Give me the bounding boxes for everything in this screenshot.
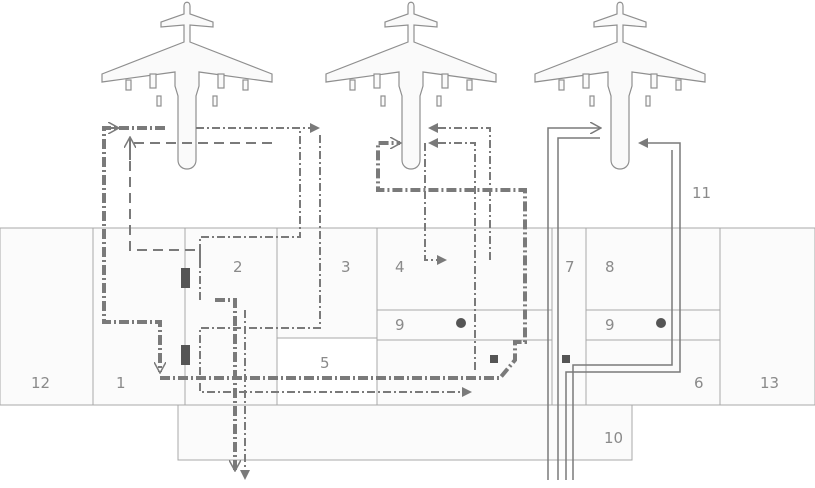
facility-markers [181, 268, 666, 365]
zone-9a-block [376, 309, 553, 341]
aircraft-icons [101, 1, 706, 170]
zone-label-8: 8 [605, 258, 615, 276]
zone-3-block [276, 227, 378, 339]
flow-path-exit-bottom [215, 298, 235, 470]
service-point-marker [456, 318, 466, 328]
zone-13-block [719, 227, 815, 406]
flow-path-right-corridor-2 [557, 137, 600, 480]
zone-label-2: 2 [233, 258, 243, 276]
airplane-icon [325, 1, 497, 170]
flow-path-middle-gate [424, 143, 447, 265]
zone-label-12: 12 [31, 374, 50, 392]
zone-labels: 12 1 2 3 4 5 6 7 8 9 9 10 11 13 [31, 184, 779, 447]
checkpoint-marker [562, 355, 570, 363]
zone-label-5: 5 [320, 354, 330, 372]
flow-path-main-corridor [160, 143, 527, 380]
airplane-icon [101, 1, 273, 170]
zone-label-7: 7 [565, 258, 575, 276]
flow-path-right-corridor [547, 128, 600, 480]
zone-label-3: 3 [341, 258, 351, 276]
zone-label-9a: 9 [395, 316, 405, 334]
zone-label-11: 11 [692, 184, 711, 202]
zone-10-block [177, 404, 633, 461]
flow-paths [102, 123, 681, 480]
flow-path-right-corridor-3 [565, 138, 681, 480]
terminal-building [0, 227, 815, 461]
zone-12-block [0, 227, 94, 406]
zone-1-block [92, 227, 186, 406]
zone-7-block [551, 227, 587, 406]
zone-8-block [585, 227, 721, 311]
zone-label-10: 10 [604, 429, 623, 447]
service-point-marker [656, 318, 666, 328]
flow-path-middle-gate-2 [428, 123, 491, 260]
zone-5-block [376, 339, 553, 406]
flow-path-right-corridor-4 [572, 150, 673, 480]
zone-label-1: 1 [116, 374, 126, 392]
zone-label-13: 13 [760, 374, 779, 392]
checkpoint-marker [181, 345, 190, 365]
checkpoint-marker [181, 268, 190, 288]
flow-path-inner-left [199, 135, 472, 397]
airplane-icon [534, 1, 706, 170]
flow-path-middle-gate-3 [428, 138, 476, 370]
zone-label-9b: 9 [605, 316, 615, 334]
flow-path-arrival-left [102, 126, 165, 372]
flow-path-transfer-left [129, 142, 272, 265]
zone-label-6: 6 [694, 374, 704, 392]
zone-label-4: 4 [395, 258, 405, 276]
checkpoint-marker [490, 355, 498, 363]
